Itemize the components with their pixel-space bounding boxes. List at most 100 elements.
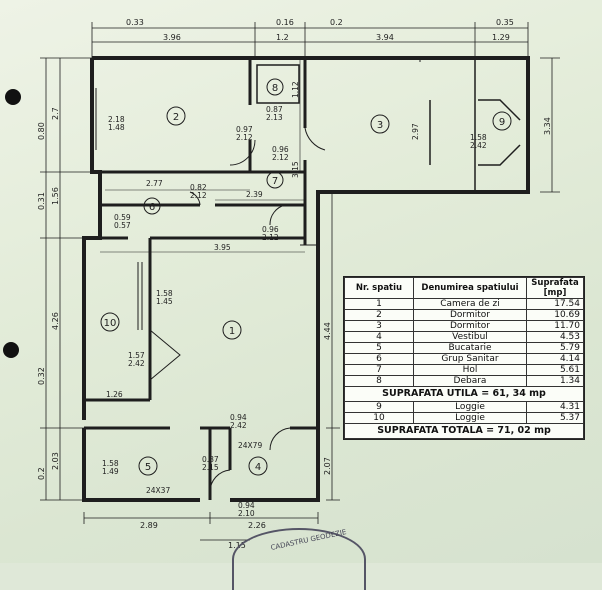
dimension-line bbox=[40, 57, 100, 501]
dim-text: 2.7 bbox=[51, 107, 60, 120]
room-number: 3 bbox=[377, 120, 383, 131]
cell-area: 4.53 bbox=[526, 331, 584, 343]
cell-area: 5.79 bbox=[526, 342, 584, 354]
dim-text: 1.26 bbox=[106, 390, 123, 399]
cell-area: 4.31 bbox=[526, 401, 584, 413]
dim-text: 1.56 bbox=[51, 187, 60, 205]
area-legend-table: Nr. spatiu Denumirea spatiului Suprafata… bbox=[343, 276, 585, 440]
interior-wall bbox=[84, 426, 318, 500]
room-number-circle bbox=[370, 114, 390, 134]
room-number-circle bbox=[266, 78, 284, 96]
loggia-outline bbox=[429, 58, 521, 192]
cell-area: 17.54 bbox=[526, 298, 584, 310]
outer-wall bbox=[92, 56, 530, 502]
cell-name: Loggie bbox=[413, 412, 527, 424]
cell-nr: 9 bbox=[344, 401, 414, 413]
cadastre-stamp: CADASTRU GEODEZIE bbox=[232, 528, 366, 590]
cell-nr: 10 bbox=[344, 412, 414, 424]
cell-nr: 7 bbox=[344, 364, 414, 376]
dim-text: 2.39 bbox=[246, 190, 263, 199]
room-number: 7 bbox=[272, 176, 278, 187]
room-number: 9 bbox=[499, 117, 505, 128]
cell-name: Camera de zi bbox=[413, 298, 527, 310]
cell-nr: 4 bbox=[344, 331, 414, 343]
dim-text: 2.97 bbox=[411, 123, 420, 140]
dim-text: 1.29 bbox=[492, 33, 510, 42]
dimension-line bbox=[326, 57, 560, 501]
room-number: 8 bbox=[272, 83, 278, 94]
room-number-circle bbox=[248, 456, 268, 476]
vent-label: 24X79 bbox=[238, 441, 262, 450]
cell-nr: 8 bbox=[344, 375, 414, 387]
cell-nr: 1 bbox=[344, 298, 414, 310]
header-nr: Nr. spatiu bbox=[344, 277, 414, 299]
dim-text: 0.80 bbox=[37, 122, 46, 140]
room-number-circle bbox=[100, 312, 120, 332]
header-area: Suprafata [mp] bbox=[526, 277, 584, 299]
cell-name: Bucatarie bbox=[413, 342, 527, 354]
dim-text: 2.77 bbox=[146, 179, 163, 188]
dim-text: 2.07 bbox=[323, 457, 332, 475]
cell-name: Debara bbox=[413, 375, 527, 387]
cell-name: Dormitor bbox=[413, 320, 527, 332]
room-number-circle bbox=[138, 456, 158, 476]
room-outline bbox=[256, 64, 300, 104]
dimension-line bbox=[91, 22, 529, 58]
room-number-circle bbox=[492, 111, 512, 131]
dimension-line bbox=[83, 512, 319, 541]
cell-name: Dormitor bbox=[413, 309, 527, 321]
cell-nr: 6 bbox=[344, 353, 414, 365]
cell-nr: 2 bbox=[344, 309, 414, 321]
room-number-circle bbox=[143, 197, 161, 215]
stamp-text: CADASTRU GEODEZIE bbox=[270, 528, 348, 552]
dim-text: 0.32 bbox=[37, 367, 46, 385]
cell-name: Vestibul bbox=[413, 331, 527, 343]
dim-text: 0.2 bbox=[37, 467, 46, 480]
cell-nr: 5 bbox=[344, 342, 414, 354]
room-number: 2 bbox=[173, 112, 179, 123]
cell-area: 5.61 bbox=[526, 364, 584, 376]
dim-text: 3.96 bbox=[163, 33, 181, 42]
dim-text: 0.33 bbox=[126, 18, 144, 27]
vent-label: 24X37 bbox=[146, 486, 170, 495]
interior-wall bbox=[100, 60, 307, 245]
dim-text: 2.26 bbox=[248, 521, 266, 530]
dim-text: 3.15 bbox=[291, 161, 300, 178]
dim-text: 4.44 bbox=[323, 322, 332, 340]
cell-area: 1.34 bbox=[526, 375, 584, 387]
cell-area: 4.14 bbox=[526, 353, 584, 365]
usable-area-total: SUPRAFATA UTILA = 61, 34 mp bbox=[344, 386, 584, 402]
cell-name: Grup Sanitar bbox=[413, 353, 527, 365]
room-number: 4 bbox=[255, 462, 261, 473]
dimension-line bbox=[100, 60, 305, 253]
binder-hole-icon bbox=[5, 89, 21, 105]
dim-text: 0.16 bbox=[276, 18, 294, 27]
room-number: 1 bbox=[229, 326, 235, 337]
dim-text: 0.31 bbox=[37, 192, 46, 210]
dim-text: 3.34 bbox=[543, 117, 552, 135]
floor-plan-drawing: 0.33 3.96 0.16 1.2 0.2 3.94 0.35 1.29 0.… bbox=[37, 18, 560, 550]
cell-nr: 3 bbox=[344, 320, 414, 332]
header-name: Denumirea spatiului bbox=[413, 277, 527, 299]
cell-name: Hol bbox=[413, 364, 527, 376]
dim-text: 3.94 bbox=[376, 33, 394, 42]
